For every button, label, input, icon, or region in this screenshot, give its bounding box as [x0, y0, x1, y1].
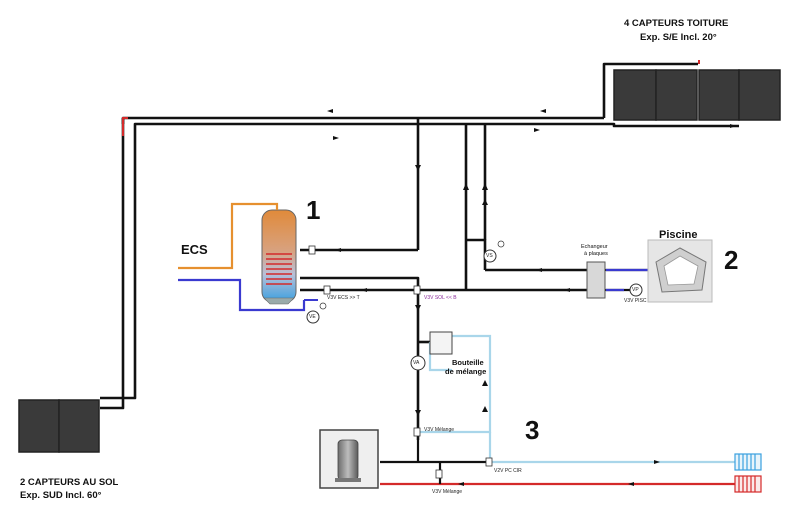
pump-vs-icon	[483, 240, 505, 263]
zone-2-number: 2	[724, 245, 739, 275]
pump-ve-icon	[306, 302, 327, 324]
ground-collectors	[18, 399, 100, 453]
zone-1-number: 1	[306, 195, 321, 225]
valve-icons	[308, 245, 493, 479]
zone-3-number: 3	[525, 415, 540, 445]
v3v-ecs-label: V3V ECS >> T	[327, 295, 360, 301]
boiler	[319, 429, 379, 489]
ecs-cold-pipe	[178, 278, 306, 312]
pump-va-icon	[410, 355, 426, 371]
roof-collectors-subtitle: Exp. S/E Incl. 20°	[640, 32, 717, 43]
pump-vs-label: VS	[486, 253, 493, 259]
pool-image	[647, 239, 713, 303]
pump-vp-label: VP	[632, 287, 639, 293]
floor-heating-blue	[734, 453, 762, 471]
pool-valve-label: V3V PISC	[624, 298, 647, 304]
echangeur-label-2: à plaques	[584, 251, 608, 257]
v3v-melange-top-label: V3V Mélange	[424, 427, 455, 433]
bouteille-label-2: de mélange	[445, 367, 487, 376]
ecs-tank	[261, 209, 297, 305]
heating-pipes	[380, 334, 735, 486]
pump-vp-icon	[629, 283, 643, 297]
roof-collectors	[613, 69, 781, 121]
floor-heating-red	[734, 475, 762, 493]
v3v-melange-bottom-label: V3V Mélange	[432, 489, 463, 495]
echangeur-label-1: Echangeur	[581, 244, 608, 250]
piscine-label: Piscine	[659, 229, 698, 241]
pump-va-label: VA	[413, 360, 420, 366]
ground-collectors-subtitle: Exp. SUD Incl. 60°	[20, 490, 102, 501]
mixing-bottle	[429, 331, 453, 355]
bouteille-label-1: Bouteille	[452, 358, 484, 367]
ecs-hot-pipe	[178, 202, 279, 270]
solar-pipes	[100, 62, 739, 440]
v3v-solar-label: V3V SOL << B	[424, 295, 457, 301]
ecs-label: ECS	[181, 242, 208, 257]
ground-collectors-title: 2 CAPTEURS AU SOL	[20, 477, 119, 488]
roof-collectors-title: 4 CAPTEURS TOITURE	[624, 18, 729, 29]
check-valves	[463, 183, 488, 190]
plate-exchanger	[586, 261, 606, 299]
v2v-label: V2V PC CIR	[494, 468, 522, 474]
pump-ve-label: VE	[309, 314, 316, 320]
flow-arrows	[327, 109, 736, 486]
